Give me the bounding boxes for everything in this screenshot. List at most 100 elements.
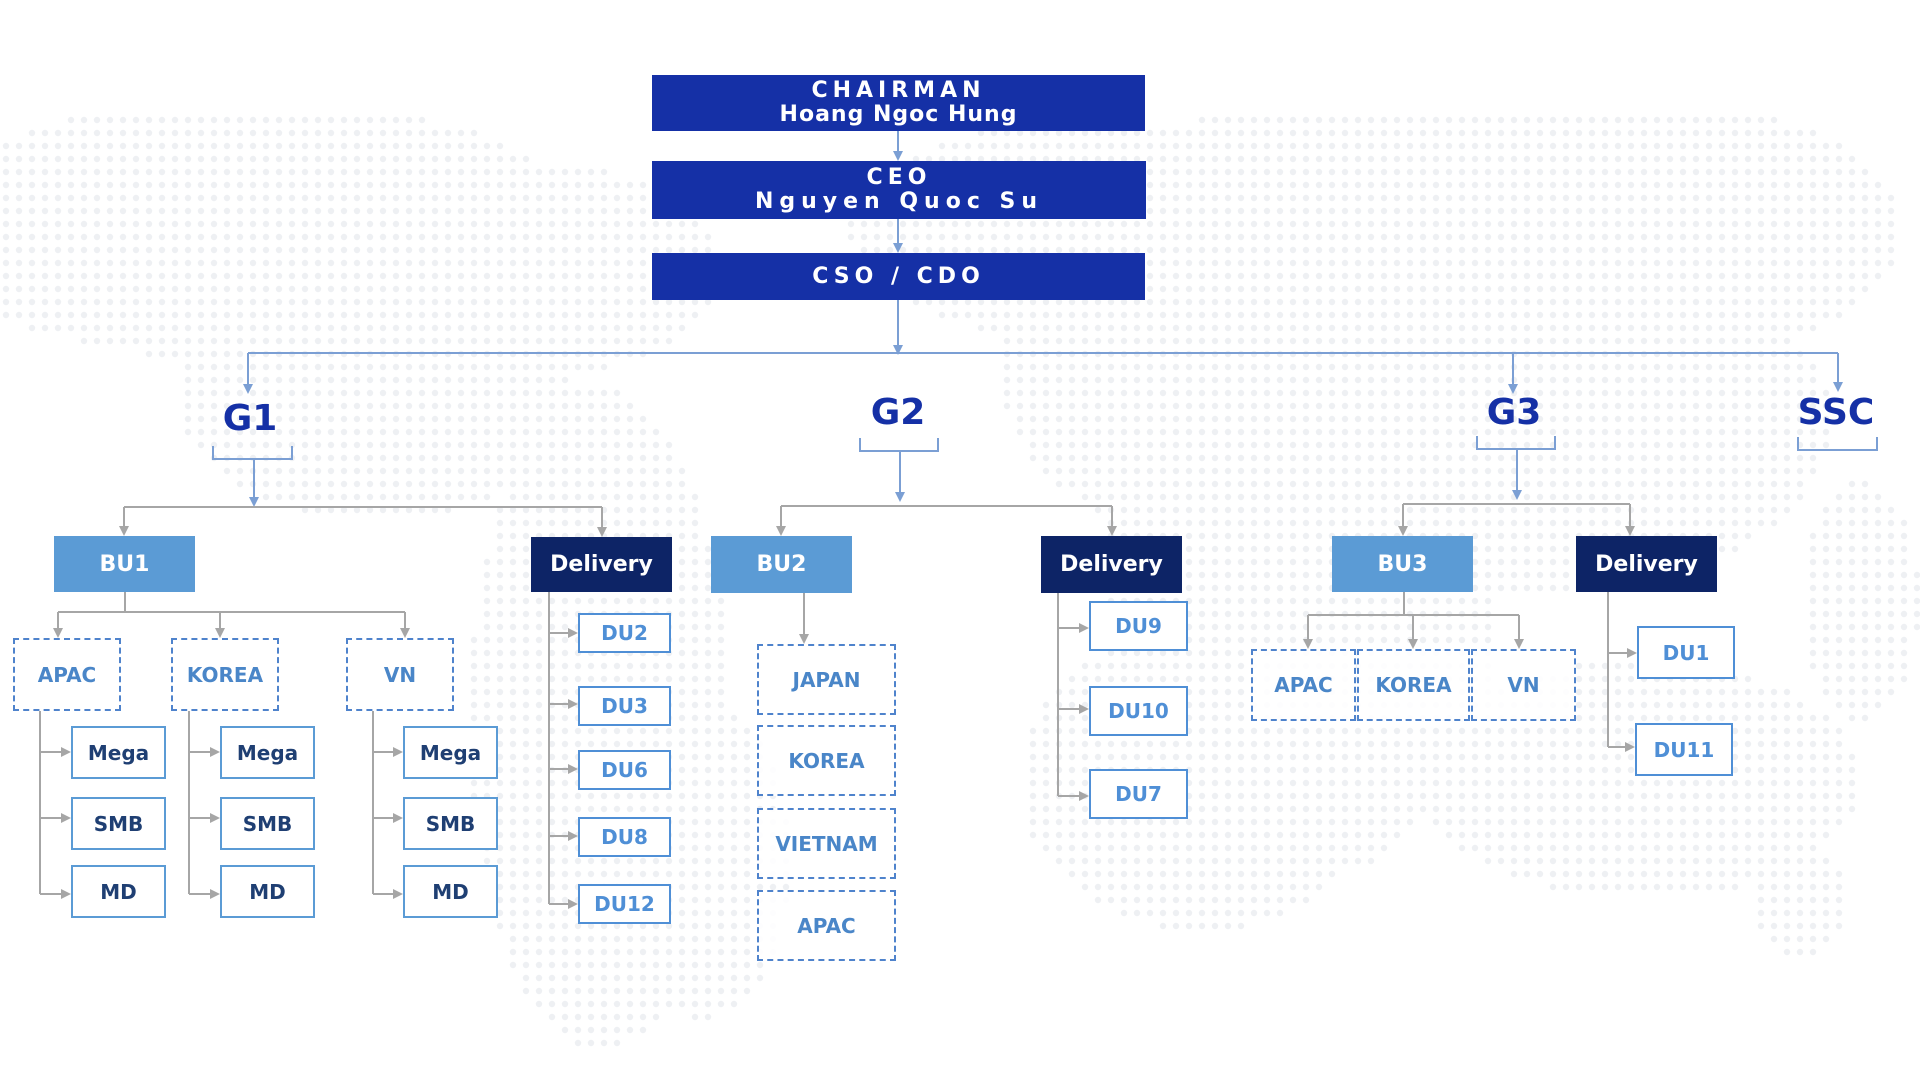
map-dot [405, 324, 413, 332]
map-dot [470, 441, 478, 449]
map-dot [249, 259, 257, 267]
map-dot [288, 389, 296, 397]
map-dot [93, 129, 101, 137]
map-dot [418, 246, 426, 254]
map-dot [184, 311, 192, 319]
map-dot [314, 285, 322, 293]
map-dot [210, 337, 218, 345]
map-dot [366, 402, 374, 410]
map-dot [197, 415, 205, 423]
map-dot [327, 194, 335, 202]
map-dot [301, 376, 309, 384]
map-dot [132, 246, 140, 254]
map-dot [418, 454, 426, 462]
map-dot [106, 337, 114, 345]
map-dot [392, 506, 400, 514]
map-dot [210, 402, 218, 410]
map-dot [262, 337, 270, 345]
map-dot [392, 441, 400, 449]
map-dot [197, 350, 205, 358]
map-dot [67, 207, 75, 215]
map-dot [457, 207, 465, 215]
map-dot [327, 207, 335, 215]
map-dot [67, 142, 75, 150]
map-dot [119, 272, 127, 280]
map-dot [223, 220, 231, 228]
map-dot [119, 220, 127, 228]
map-dot [379, 389, 387, 397]
map-dot [223, 155, 231, 163]
map-dot [210, 311, 218, 319]
map-dot [340, 376, 348, 384]
map-dot [132, 207, 140, 215]
map-dot [15, 207, 23, 215]
map-dot [301, 363, 309, 371]
map-dot [288, 441, 296, 449]
map-dot [223, 389, 231, 397]
map-dot [288, 142, 296, 150]
map-dot [54, 272, 62, 280]
map-dot [366, 324, 374, 332]
map-dot [379, 428, 387, 436]
map-dot [353, 454, 361, 462]
map-dot [418, 389, 426, 397]
map-dot [197, 324, 205, 332]
map-dot [262, 194, 270, 202]
map-dot [132, 142, 140, 150]
map-dot [80, 311, 88, 319]
map-dot [54, 181, 62, 189]
map-dot [171, 324, 179, 332]
map-dot [262, 311, 270, 319]
map-dot [54, 246, 62, 254]
map-dot [288, 194, 296, 202]
map-dot [2, 233, 10, 241]
map-dot [197, 168, 205, 176]
map-dot [392, 402, 400, 410]
map-dot [236, 480, 244, 488]
map-dot [457, 129, 465, 137]
map-dot [353, 415, 361, 423]
map-dot [28, 311, 36, 319]
map-dot [223, 415, 231, 423]
map-dot [405, 363, 413, 371]
map-dot [470, 779, 478, 787]
map-dot [353, 168, 361, 176]
map-dot [210, 272, 218, 280]
map-dot [288, 467, 296, 475]
map-dot [379, 506, 387, 514]
map-dot [288, 272, 296, 280]
map-dot [15, 181, 23, 189]
map-dot [353, 480, 361, 488]
map-dot [210, 155, 218, 163]
map-dot [262, 220, 270, 228]
map-dot [275, 402, 283, 410]
map-dot [470, 311, 478, 319]
map-dot [41, 207, 49, 215]
map-dot [405, 168, 413, 176]
map-dot [379, 298, 387, 306]
map-dot [405, 220, 413, 228]
map-dot [444, 376, 452, 384]
map-dot [366, 116, 374, 124]
map-dot [236, 233, 244, 241]
map-dot [145, 129, 153, 137]
map-dot [41, 311, 49, 319]
map-dot [171, 285, 179, 293]
map-dot [80, 285, 88, 293]
map-dot [379, 155, 387, 163]
map-dot [483, 272, 491, 280]
map-dot [288, 259, 296, 267]
map-dot [28, 246, 36, 254]
map-dot [353, 246, 361, 254]
map-dot [171, 259, 179, 267]
map-dot [275, 311, 283, 319]
map-dot [379, 129, 387, 137]
map-dot [314, 389, 322, 397]
map-dot [197, 181, 205, 189]
map-dot [405, 194, 413, 202]
map-dot [340, 428, 348, 436]
map-dot [340, 207, 348, 215]
map-dot [405, 181, 413, 189]
map-dot [457, 298, 465, 306]
map-dot [67, 311, 75, 319]
